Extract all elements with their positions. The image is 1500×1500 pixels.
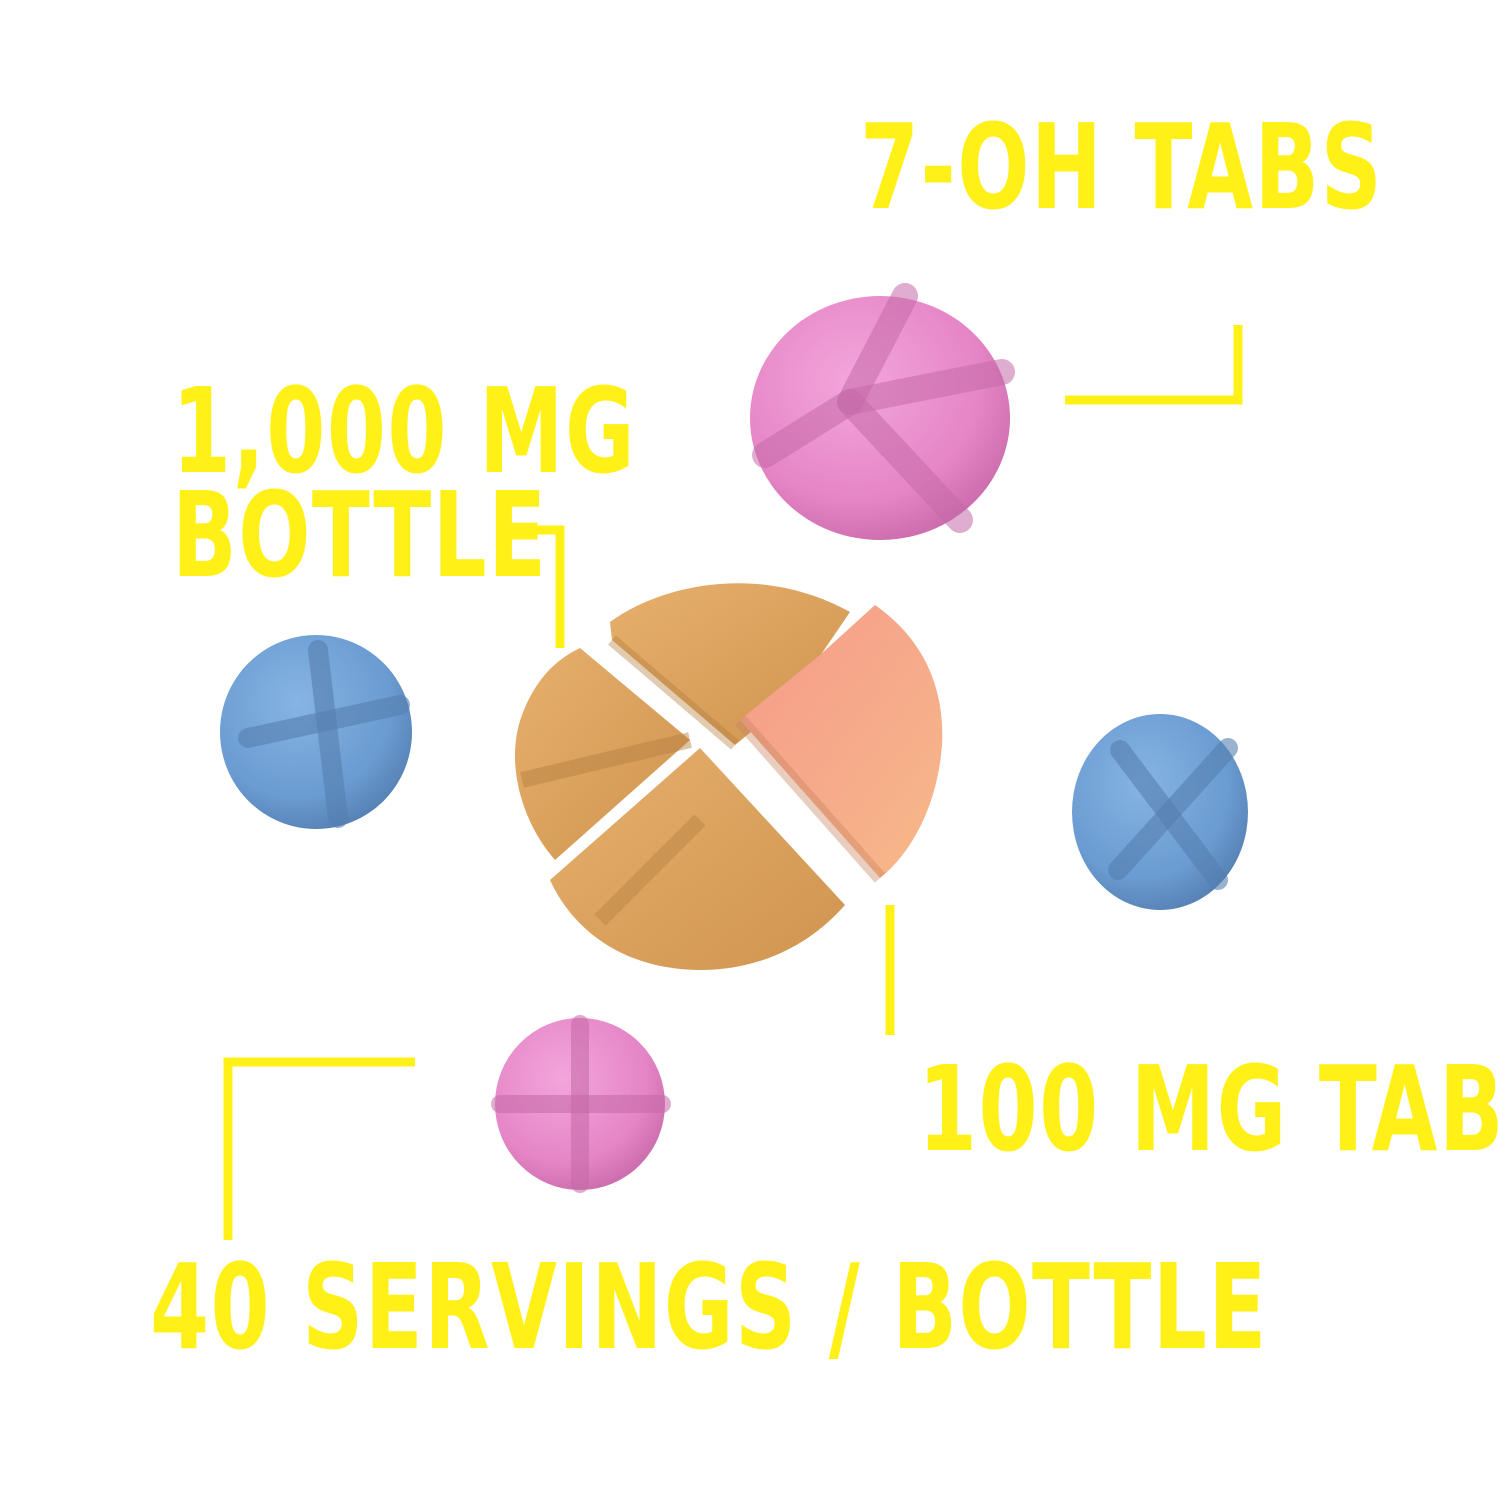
blue-tablet-icon: [1072, 714, 1248, 910]
callout-lines: [223, 325, 1243, 1240]
callout-line-top: [1065, 325, 1243, 405]
label-40-servings: 40 SERVINGS / BOTTLE: [150, 1238, 1268, 1376]
callout-line-left: [500, 525, 565, 648]
broken-tablet-icon: [514, 583, 943, 970]
pink-tablet-icon: [750, 283, 1015, 540]
pink-tablet-icon: [491, 1015, 671, 1193]
label-bottle: BOTTLE: [172, 465, 548, 604]
label-1000mg-bottle: 1,000 MG BOTTLE: [172, 362, 637, 604]
label-100mg-tab: 100 MG TAB: [918, 1040, 1500, 1178]
callout-line-bottom: [223, 1057, 415, 1240]
label-7oh-tabs: 7-OH TABS: [860, 98, 1384, 236]
blue-tablet-icon: [220, 635, 412, 829]
label-1000mg: 1,000 MG: [172, 362, 637, 500]
